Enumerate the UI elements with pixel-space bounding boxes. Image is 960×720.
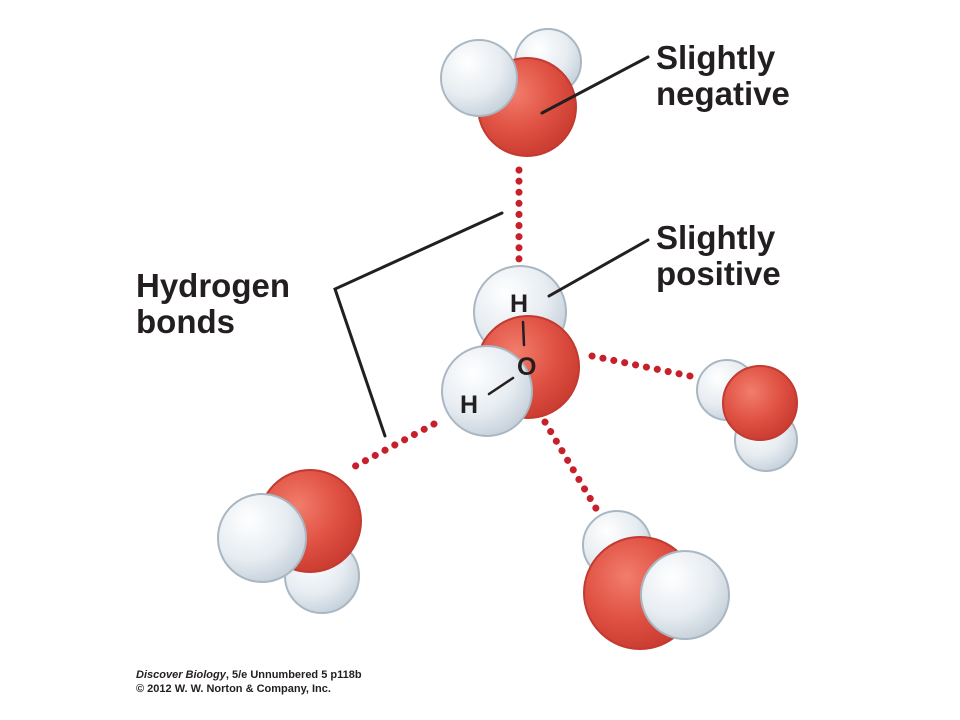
figure-credit: Discover Biology, 5/e Unnumbered 5 p118b…	[136, 668, 362, 696]
hydrogen-atom	[217, 493, 307, 583]
hydrogen-letter-lower: H	[460, 391, 478, 419]
hydrogen-atom	[440, 39, 518, 117]
label-line: Slightly	[656, 219, 776, 256]
credit-line-1: Discover Biology, 5/e Unnumbered 5 p118b	[136, 668, 362, 682]
hydrogen-bond-left	[344, 420, 438, 474]
credit-book-title: Discover Biology	[136, 669, 226, 681]
water-molecule-top	[440, 28, 582, 157]
covalent-bond-marks	[487, 320, 526, 396]
leader-line-negative	[540, 55, 650, 115]
oxygen-atom	[722, 365, 798, 441]
hydrogen-bond-lower-right	[541, 418, 601, 514]
oxygen-letter: O	[517, 353, 536, 381]
hydrogen-atom-lower	[441, 345, 533, 437]
label-line: Hydrogen	[136, 267, 291, 304]
water-molecule-bottom	[582, 510, 730, 650]
hydrogen-bond-right	[588, 352, 694, 380]
credit-edition: , 5/e Unnumbered 5 p118b	[225, 669, 362, 681]
hydrogen-bonds	[344, 166, 694, 514]
credit-line-2: © 2012 W. W. Norton & Company, Inc.	[136, 683, 331, 695]
label-line: bonds	[136, 303, 235, 340]
hydrogen-letter-upper: H	[510, 290, 528, 318]
label-slightly-negative: Slightly negative	[656, 40, 790, 112]
leader-lines	[333, 55, 650, 438]
label-line: Slightly	[656, 39, 776, 76]
bond-h-o-lower	[487, 376, 515, 396]
label-slightly-positive: Slightly positive	[656, 220, 781, 292]
hydrogen-atom	[640, 550, 730, 640]
leader-line-positive	[547, 238, 650, 298]
water-molecule-center	[441, 265, 580, 437]
water-molecule-right	[696, 359, 798, 472]
label-line: negative	[656, 75, 790, 112]
label-hydrogen-bonds: Hydrogen bonds	[136, 268, 290, 340]
leader-bracket-hydrogen-bonds	[333, 211, 504, 438]
water-molecule-lower-left	[217, 469, 362, 614]
bond-h-o-upper	[521, 320, 526, 347]
label-line: positive	[656, 255, 781, 292]
